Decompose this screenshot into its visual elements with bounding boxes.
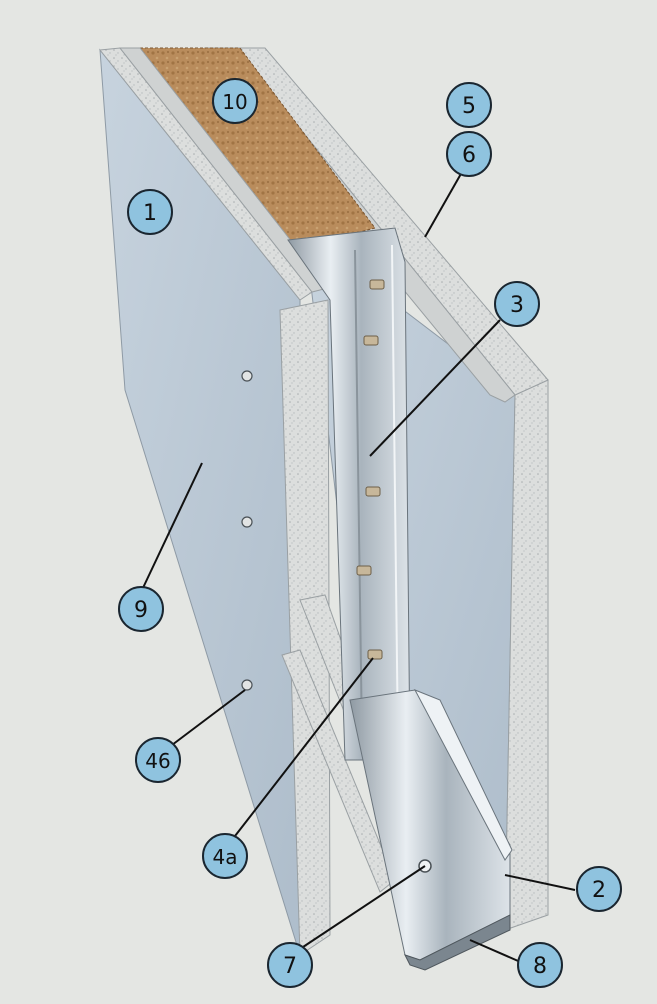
- leader-line-7: [302, 865, 426, 948]
- leader-line-8: [469, 939, 526, 965]
- screw-head-icon: [241, 370, 253, 382]
- callout-7: 7: [267, 942, 313, 988]
- screw-icon: [365, 486, 381, 497]
- screw-icon: [356, 565, 372, 576]
- callout-label: 8: [533, 954, 547, 979]
- callout-9: 9: [118, 586, 164, 632]
- callout-label: 2: [592, 878, 606, 903]
- leader-line-9: [141, 462, 203, 591]
- callout-8: 8: [517, 942, 563, 988]
- callout-1: 1: [127, 189, 173, 235]
- callout-label: 9: [134, 598, 148, 623]
- face-screws: [241, 370, 253, 691]
- callout-2: 2: [576, 866, 622, 912]
- leader-line-3: [369, 319, 501, 457]
- callout-3: 3: [494, 281, 540, 327]
- leader-line-4a: [234, 657, 374, 837]
- stud-fold-line: [391, 244, 399, 746]
- callout-5: 5: [446, 82, 492, 128]
- screw-icon: [369, 279, 385, 290]
- callout-46: 46: [135, 737, 181, 783]
- screw-head-icon: [241, 516, 253, 528]
- screw-head-icon: [241, 679, 253, 691]
- stud-fold-line: [354, 249, 363, 741]
- floor-track-flange: [413, 689, 513, 861]
- leader-lines: [141, 171, 576, 965]
- callout-label: 6: [462, 143, 476, 168]
- callout-label: 46: [145, 749, 170, 773]
- leader-line-46: [171, 689, 246, 746]
- callout-label: 3: [510, 293, 524, 318]
- callout-10: 10: [212, 78, 258, 124]
- callout-label: 10: [222, 90, 247, 114]
- callout-label: 1: [143, 201, 157, 226]
- callout-label: 5: [462, 94, 476, 119]
- callout-label: 4a: [213, 845, 238, 869]
- floor-track-bottom: [404, 914, 511, 971]
- screw-icon: [367, 649, 383, 660]
- leader-line-6: [424, 171, 463, 238]
- callout-label: 7: [283, 954, 297, 979]
- callout-6: 6: [446, 131, 492, 177]
- callout-4a: 4a: [202, 833, 248, 879]
- front-board-edge: [279, 299, 331, 956]
- leader-line-2: [504, 874, 576, 891]
- screw-icon: [363, 335, 379, 346]
